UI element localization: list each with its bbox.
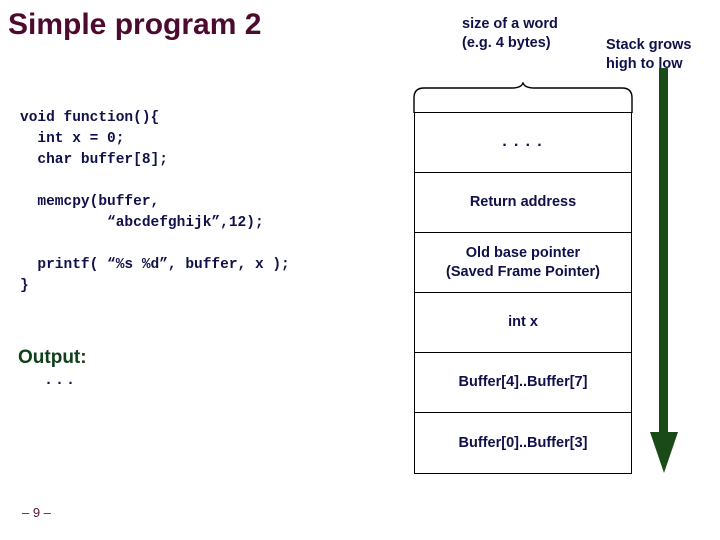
stack-row: Old base pointer (Saved Frame Pointer) (415, 233, 631, 293)
horizontal-brace-icon (413, 82, 633, 113)
code-listing: void function(){ int x = 0; char buffer[… (20, 110, 290, 294)
output-label: Output: (18, 347, 87, 368)
page-title: Simple program 2 (8, 8, 262, 41)
stack-direction-annotation: Stack grows high to low (606, 37, 692, 72)
stack-row: int x (415, 293, 631, 353)
word-size-annotation: size of a word (e.g. 4 bytes) (462, 16, 558, 51)
stack-row: .... (415, 113, 631, 173)
page-number: – 9 – (22, 505, 51, 520)
stack-row: Buffer[0]..Buffer[3] (458, 434, 588, 451)
stack-row: Return address (415, 173, 631, 233)
stack-growth-arrow-icon (650, 68, 678, 473)
output-value: ... (44, 372, 78, 389)
stack-row: Buffer[4]..Buffer[7] (415, 353, 631, 413)
